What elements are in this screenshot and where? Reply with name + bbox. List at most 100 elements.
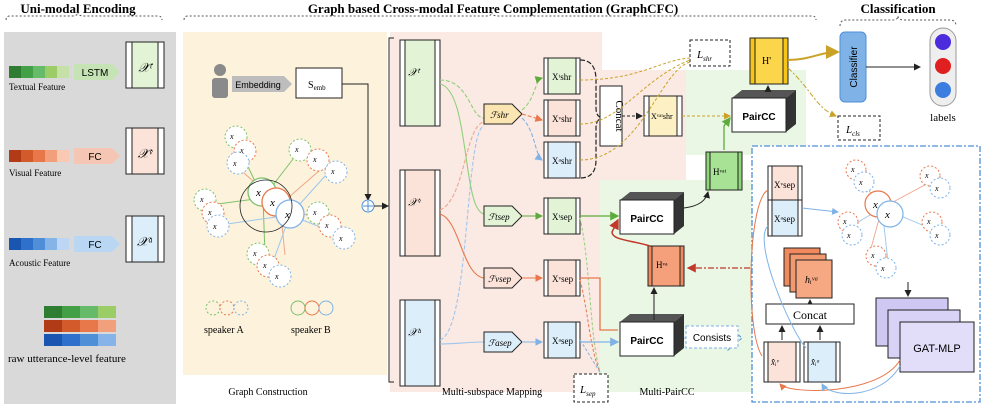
classifier-label: Classifier [849,46,860,88]
textual-feature-bar [9,66,69,78]
x-shr-v: Xᵛshr [552,114,572,124]
svg-text:x: x [252,249,257,258]
gat-mlp-block [899,321,975,373]
header-unimodal: Uni-modal Encoding [20,1,136,16]
svg-text:x: x [926,217,931,226]
header-classification: Classification [860,1,936,16]
svg-text:x: x [884,209,890,221]
f-sep-a-block [483,331,523,353]
fc-acoustic-label: FC [88,240,101,251]
svg-text:x: x [338,234,343,243]
svg-text:hᵢᵛᵃ: hᵢᵛᵃ [805,275,818,286]
svg-text:x: x [858,178,863,187]
semb-box [295,67,343,99]
concat-label: Concat [613,100,625,131]
x-hat-a: x̂ᵢᵃ [810,357,820,367]
fc-acoustic-arrow [74,236,120,252]
label-dot-2 [935,58,951,74]
svg-text:x: x [880,264,885,273]
chi-spk-t: 𝒳ᵗ [408,67,421,79]
gat-mlp-label: GAT-MLP [913,343,960,355]
x-shr-vat: Xᵛᵃᵗshr [651,112,673,121]
labels-caption: labels [930,112,956,124]
svg-text:x: x [255,187,261,199]
paircc-1: PairCC [619,192,684,235]
chi-a-node: 𝒳ᵃ [137,234,153,249]
svg-text:x: x [199,195,204,204]
f-sep-v-block [483,267,523,289]
visual-feature-label: Visual Feature [9,168,61,178]
raw-feature-stack [44,306,116,346]
header-graphcfc: Graph based Cross-modal Feature Compleme… [308,1,678,16]
h-prime-stack: H' [749,37,789,85]
acoustic-feature-bar [9,238,69,250]
chi-t-node: 𝒳ᵗ [138,60,153,75]
l-shr-label: Lshr [696,49,712,63]
mapping-caption: Multi-subspace Mapping [442,387,542,398]
svg-text:x: x [924,171,929,180]
x-sep-a-detail: Xᵃsep [774,214,795,224]
f-sep-t-label: ℱtsep [488,212,510,222]
chi-spk-a: 𝒳ᵃ [408,327,422,339]
svg-text:x: x [274,272,279,281]
paircc-2: PairCC [619,314,684,357]
svg-text:x: x [229,132,234,141]
h-va-stack: Hᵛᵃ [647,245,685,287]
f-sep-t-block [483,205,523,227]
svg-text:PairCC: PairCC [630,336,663,347]
textual-feature-label: Textual Feature [9,82,65,92]
chi-v-node: 𝒳ᵛ [138,146,153,161]
fc-visual-arrow [74,148,120,164]
svg-text:x: x [330,167,335,176]
svg-text:x: x [294,145,299,154]
raw-feature-label: raw utterance-level feature [8,353,126,365]
semb-label: Semb [308,80,326,92]
detail-concat-label: Concat [793,308,828,322]
paircc-3: PairCC [731,90,796,133]
svg-text:x: x [934,184,939,193]
x-shr-t: Xᵗshr [552,72,571,82]
x-sep-a: Xᵃsep [552,336,573,346]
f-shr-label: ℱshr [490,110,509,120]
svg-text:x: x [312,155,317,164]
detail-concat-block [765,303,855,325]
svg-text:x: x [284,209,290,221]
svg-text:x: x [212,222,217,231]
h-vat-stack: Hᵛᵃᵗ [705,151,743,191]
chi-spk-v: 𝒳ᵛ [408,197,421,209]
l-sep-box [573,373,609,403]
svg-text:x: x [232,159,237,168]
l-shr-box [689,39,731,67]
svg-text:x: x [239,146,244,155]
visual-feature-bar [9,150,69,162]
x-sep-t: Xᵗsep [552,212,573,222]
svg-text:PairCC: PairCC [630,214,663,225]
l-cls-box [837,115,881,141]
svg-text:Hᵛᵃᵗ: Hᵛᵃᵗ [713,167,727,177]
f-sep-v-label: ℱvsep [488,274,512,284]
x-shr-a: Xᵃshr [552,156,572,166]
f-shr-block [483,103,523,125]
svg-text:H': H' [762,56,771,67]
svg-text:x: x [269,197,275,209]
svg-text:x: x [846,231,851,240]
svg-text:Hᵛᵃ: Hᵛᵃ [656,260,668,270]
label-dot-1 [935,34,951,50]
x-sep-v-detail: Xᵛsep [774,180,796,190]
multi-paircc-caption: Multi-PairCC [639,387,694,398]
lstm-label: LSTM [82,68,109,79]
svg-text:x: x [262,261,267,270]
svg-text:x: x [872,199,878,211]
acoustic-feature-label: Acoustic Feature [9,258,70,268]
embedding-arrow [232,76,292,92]
embedding-label: Embedding [235,80,281,90]
lstm-arrow [74,64,120,80]
h-i-va-stack: hᵢᵛᵃ [783,247,833,299]
svg-text:x: x [870,251,875,260]
svg-text:x: x [207,208,212,217]
speaker-b-legend: speaker B [291,325,331,336]
consists-label: Consists [693,333,731,344]
fc-visual-label: FC [88,152,101,163]
